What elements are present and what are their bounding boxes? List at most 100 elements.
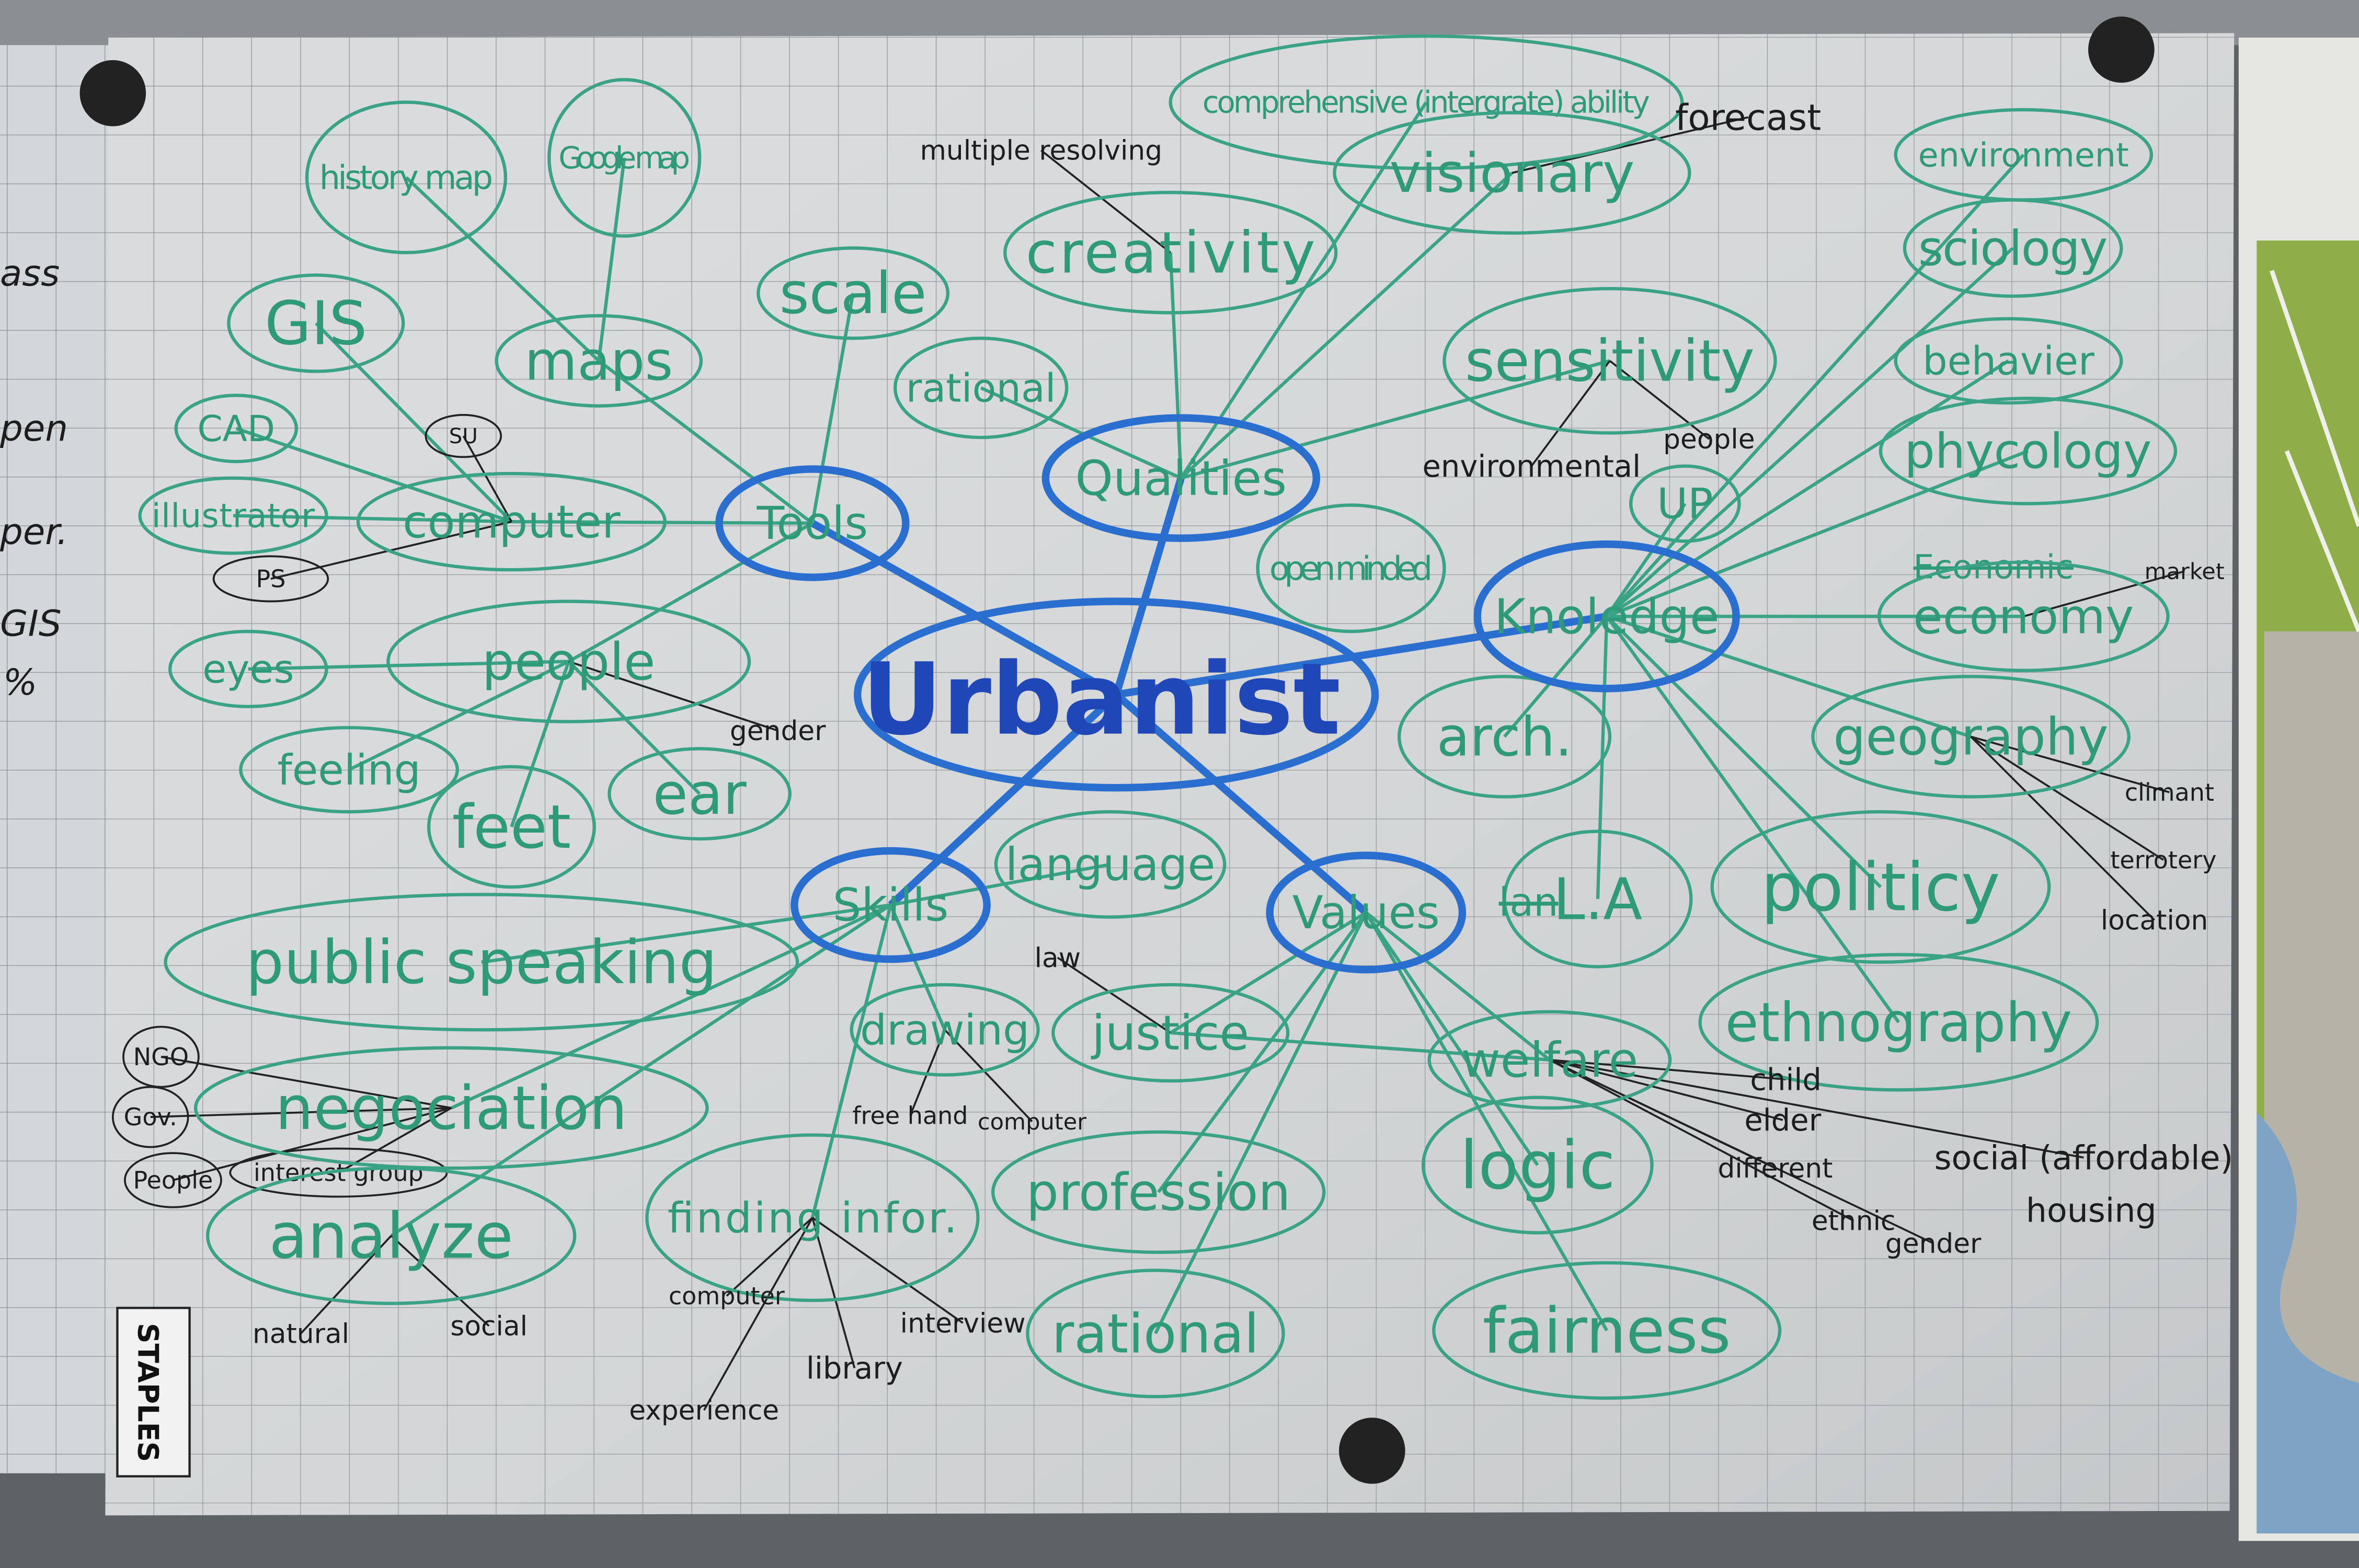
node-ps: PS (212, 555, 329, 603)
node-bubble (1026, 1269, 1285, 1399)
connector-values-logic (1365, 912, 1539, 1166)
connector-values-welfare (1365, 911, 1551, 1062)
node-bubble (893, 337, 1069, 440)
node-rational-q: rational (893, 337, 1069, 440)
node-label: public speaking (246, 928, 717, 998)
connector-maps-history_map (405, 176, 600, 362)
node-label: UP (1657, 479, 1713, 528)
magnet-icon (79, 60, 146, 126)
connector-maps-tools (598, 359, 814, 525)
node-label: illustrator (152, 497, 315, 535)
node-label: Google map (558, 141, 690, 176)
node-label: profession (1026, 1163, 1291, 1223)
node-environmental: environmental (1423, 449, 1641, 484)
connector-knowledge-arch (1503, 615, 1608, 738)
node-label: welfare (1461, 1032, 1638, 1088)
node-creativity: creativity (1003, 191, 1338, 315)
connector-geography-climant (1971, 735, 2170, 793)
node-visionary: visionary (1333, 111, 1691, 235)
node-label: forecast (1675, 97, 1821, 139)
node-label: SU (449, 424, 478, 448)
node-bubble (608, 747, 792, 841)
connector-people-eyes (248, 660, 569, 671)
connector-negociation-ngo (161, 1056, 452, 1109)
node-bubble (994, 810, 1227, 919)
node-different: different (1718, 1153, 1833, 1184)
connector-values-fairness (1365, 912, 1608, 1332)
node-interview: interview (900, 1308, 1026, 1339)
node-law: law (1035, 942, 1081, 974)
spoke-values (1114, 691, 1369, 916)
connector-negociation-gov (150, 1106, 452, 1118)
node-library: library (806, 1351, 903, 1386)
spoke-knowledge (1116, 613, 1608, 698)
node-open-minded: open minded (1256, 503, 1446, 633)
node-language: language (994, 810, 1227, 919)
node-profession: profession (991, 1130, 1326, 1254)
node-label: People (133, 1166, 213, 1194)
node-bubble (174, 394, 299, 464)
node-label: visionary (1389, 142, 1634, 205)
connector-computer-illustrator (233, 514, 512, 524)
node-bubble (205, 1166, 577, 1305)
node-label: language (1005, 839, 1216, 891)
node-feeling: feeling (239, 725, 459, 814)
node-label: creativity (1026, 220, 1315, 286)
left-sheet-text: GIS (0, 603, 62, 645)
node-bubble (427, 765, 596, 889)
node-label: scale (780, 260, 927, 327)
connector-knowledge-up (1605, 502, 1687, 618)
node-label: sensitivity (1465, 328, 1755, 395)
node-bubble (1903, 198, 2123, 298)
node-label: Knoledge (1494, 589, 1720, 645)
node-label: drawing (860, 1005, 1029, 1054)
node-fairness: fairness (1432, 1261, 1782, 1400)
node-label: gender (1885, 1228, 1982, 1260)
node-bubble (122, 1025, 200, 1088)
node-social-housing-1: social (affordable) (1934, 1138, 2234, 1177)
connector-justice-law (1057, 956, 1171, 1034)
connector-people-gender (568, 660, 778, 732)
node-label: interview (900, 1308, 1026, 1339)
node-label: Qualities (1075, 451, 1287, 506)
node-bubble (164, 893, 799, 1032)
node-label: history map (319, 158, 493, 197)
node-label: justice (1091, 1005, 1249, 1061)
node-label: gender (730, 716, 826, 747)
node-public-speaking: public speaking (164, 893, 799, 1032)
node-label: maps (524, 330, 673, 393)
node-terrotery: terrotery (2110, 846, 2216, 874)
node-bubble (1811, 675, 2131, 799)
node-sciology: sciology (1903, 198, 2123, 298)
node-gender: gender (730, 716, 826, 747)
node-qualities: Qualities (1041, 414, 1321, 542)
connector-welfare-social_housing_1 (1549, 1058, 2084, 1159)
right-map-print (2238, 37, 2359, 1541)
staples-text: STAPLES (132, 1323, 165, 1462)
node-label: phycology (1904, 423, 2151, 479)
connector-drawing-computer_d (944, 1029, 1033, 1123)
node-bubble (1333, 111, 1691, 235)
node-bubble (193, 1046, 709, 1170)
node-label: library (806, 1351, 903, 1386)
node-label: social (450, 1311, 528, 1342)
left-sheet-text: pen (0, 408, 68, 449)
node-label: market (2145, 559, 2225, 585)
node-label: terrotery (2110, 846, 2216, 874)
node-bubble (1427, 1010, 1672, 1110)
node-label: people (1663, 424, 1755, 455)
node-bubble (1698, 953, 2099, 1092)
connector-lines (150, 101, 2185, 1411)
node-ethnic: ethnic (1812, 1206, 1896, 1237)
node-ethnography: ethnography (1698, 953, 2099, 1092)
node-sensitivity: sensitivity (1442, 287, 1777, 435)
left-sheet-text: ass (0, 253, 60, 295)
node-bubble (1169, 34, 1684, 170)
node-phycology: phycology (1879, 397, 2178, 505)
node-label: analyze (269, 1200, 513, 1273)
node-values: Values (1266, 851, 1467, 974)
node-politicy: politicy (1710, 810, 2051, 964)
node-label: NGO (133, 1043, 189, 1071)
node-label: lan (1499, 880, 1559, 925)
connector-knowledge-behavier (1606, 359, 2010, 618)
